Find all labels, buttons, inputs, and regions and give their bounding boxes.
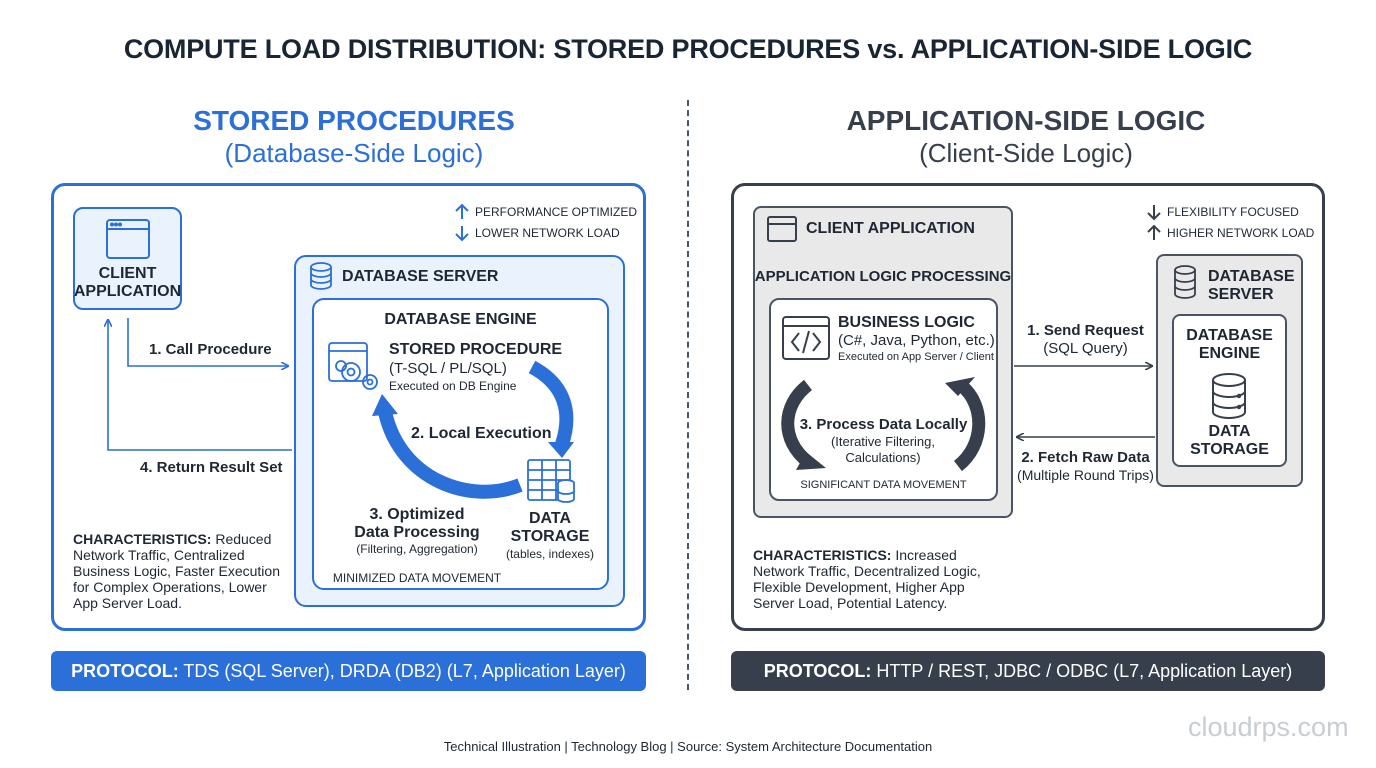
right-step2-detail: (Multiple Round Trips) [1017, 467, 1154, 483]
right-protocol-bar: PROTOCOL: HTTP / REST, JDBC / ODBC (L7, … [731, 651, 1325, 691]
right-app-logic-label: APPLICATION LOGIC PROCESSING [754, 268, 1012, 285]
left-sp-lang: (T-SQL / PL/SQL) [389, 360, 507, 377]
right-step1-title: 1. Send Request [1027, 322, 1144, 339]
right-movement-label: SIGNIFICANT DATA MOVEMENT [800, 479, 967, 491]
footer-caption: Technical Illustration | Technology Blog… [443, 739, 933, 754]
right-bl-note: Executed on App Server / Client [838, 351, 994, 363]
left-db-engine-label: DATABASE ENGINE [384, 311, 537, 328]
left-characteristics: CHARACTERISTICS: Reduced Network Traffic… [73, 531, 280, 611]
right-characteristics: CHARACTERISTICS: Increased Network Traff… [753, 547, 981, 611]
right-title: APPLICATION-SIDE LOGIC [846, 105, 1206, 136]
right-indicator-down: FLEXIBILITY FOCUSED [1167, 205, 1299, 219]
left-subtitle: (Database-Side Logic) [224, 138, 484, 168]
right-client-app-label: CLIENT APPLICATION [806, 220, 975, 237]
left-step4-label: 4. Return Result Set [140, 459, 283, 476]
left-indicator-up: PERFORMANCE OPTIMIZED [475, 205, 638, 219]
right-step3-detail: (Iterative Filtering, Calculations) [830, 434, 936, 465]
right-step2-title: 2. Fetch Raw Data [1021, 449, 1150, 466]
right-step1-detail: (SQL Query) [1043, 340, 1128, 357]
right-data-storage-label: DATA STORAGE [1190, 423, 1269, 458]
center-divider [687, 100, 689, 690]
left-protocol-bar: PROTOCOL: TDS (SQL Server), DRDA (DB2) (… [51, 651, 646, 691]
left-step1-label: 1. Call Procedure [149, 341, 272, 358]
watermark: cloudrps.com [1188, 712, 1349, 742]
left-data-storage-label: DATA STORAGE [510, 510, 590, 545]
right-bl-title: BUSINESS LOGIC [838, 314, 975, 331]
right-subtitle: (Client-Side Logic) [919, 138, 1133, 168]
right-bl-lang: (C#, Java, Python, etc.) [838, 332, 995, 349]
right-db-engine-label: DATABASE ENGINE [1186, 327, 1273, 362]
left-db-server-label: DATABASE SERVER [342, 268, 499, 285]
right-step3-title: 3. Process Data Locally [799, 416, 968, 433]
left-sp-note: Executed on DB Engine [389, 379, 517, 393]
left-step3-detail: (Filtering, Aggregation) [356, 542, 478, 556]
left-indicator-down: LOWER NETWORK LOAD [475, 226, 620, 240]
left-data-storage-detail: (tables, indexes) [505, 547, 595, 561]
left-sp-title: STORED PROCEDURE [389, 341, 563, 358]
right-db-server-label: DATABASE SERVER [1208, 268, 1295, 303]
left-step3-title: 3. Optimized Data Processing [354, 506, 480, 541]
left-movement-label: MINIMIZED DATA MOVEMENT [332, 571, 502, 585]
left-title: STORED PROCEDURES [193, 105, 515, 136]
page-title: COMPUTE LOAD DISTRIBUTION: STORED PROCED… [123, 34, 1253, 64]
left-step2-label: 2. Local Execution [411, 425, 552, 442]
right-indicator-up: HIGHER NETWORK LOAD [1167, 226, 1315, 240]
left-client-app-label: CLIENT APPLICATION [73, 265, 182, 300]
